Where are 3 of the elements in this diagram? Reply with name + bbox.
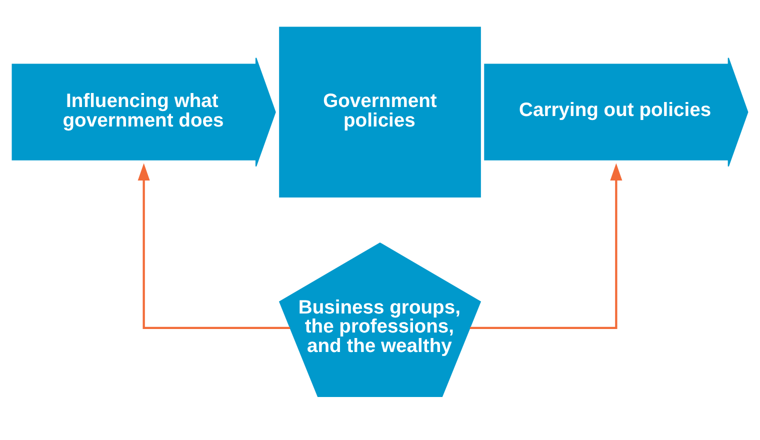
node-box: Government policies bbox=[279, 26, 481, 198]
arrow bbox=[138, 163, 290, 329]
arrow bbox=[470, 163, 622, 329]
